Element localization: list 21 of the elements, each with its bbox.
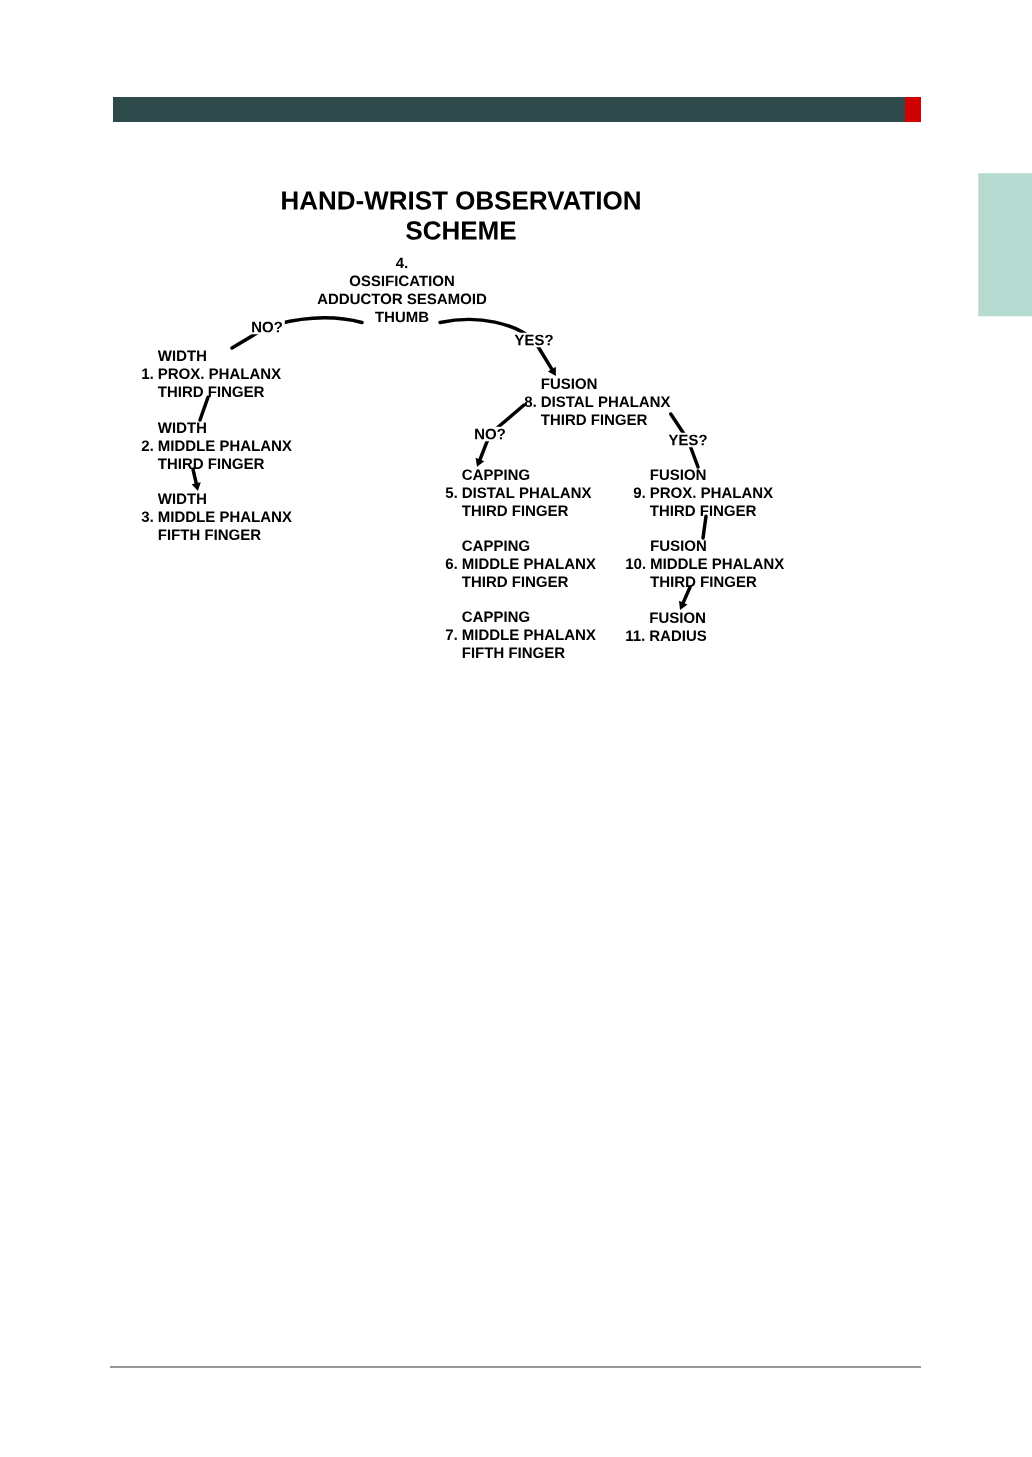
arrow bbox=[438, 317, 556, 376]
step-label: FUSION 9. PROX. PHALANX THIRD FINGER bbox=[633, 469, 773, 517]
side-tab bbox=[978, 173, 1032, 317]
edge-label: YES? bbox=[666, 432, 710, 448]
step-label: 4. OSSIFICATION ADDUCTOR SESAMOID THUMB bbox=[317, 257, 487, 323]
edge-label: NO? bbox=[249, 319, 285, 335]
edge-label: YES? bbox=[512, 332, 556, 348]
step-label: WIDTH 1. PROX. PHALANX THIRD FINGER bbox=[142, 350, 281, 398]
arrow bbox=[475, 403, 526, 467]
step-label: CAPPING 5. DISTAL PHALANX THIRD FINGER bbox=[445, 469, 592, 517]
step-label: CAPPING 7. MIDDLE PHALANX FIFTH FINGER bbox=[445, 611, 596, 659]
connector-line bbox=[701, 514, 708, 540]
step-label: CAPPING 6. MIDDLE PHALANX THIRD FINGER bbox=[445, 540, 596, 588]
connector-line bbox=[198, 395, 210, 422]
step-label: FUSION 11. RADIUS bbox=[626, 612, 707, 641]
edge-label: NO? bbox=[472, 426, 508, 442]
step-label: WIDTH 2. MIDDLE PHALANX THIRD FINGER bbox=[141, 422, 292, 470]
step-label: WIDTH 3. MIDDLE PHALANX FIFTH FINGER bbox=[141, 493, 292, 540]
step-label: FUSION 10. MIDDLE PHALANX THIRD FINGER bbox=[626, 540, 785, 588]
diagram-title: HAND-WRIST OBSERVATION SCHEME bbox=[282, 191, 640, 240]
step-label: FUSION 8. DISTAL PHALANX THIRD FINGER bbox=[524, 378, 671, 426]
